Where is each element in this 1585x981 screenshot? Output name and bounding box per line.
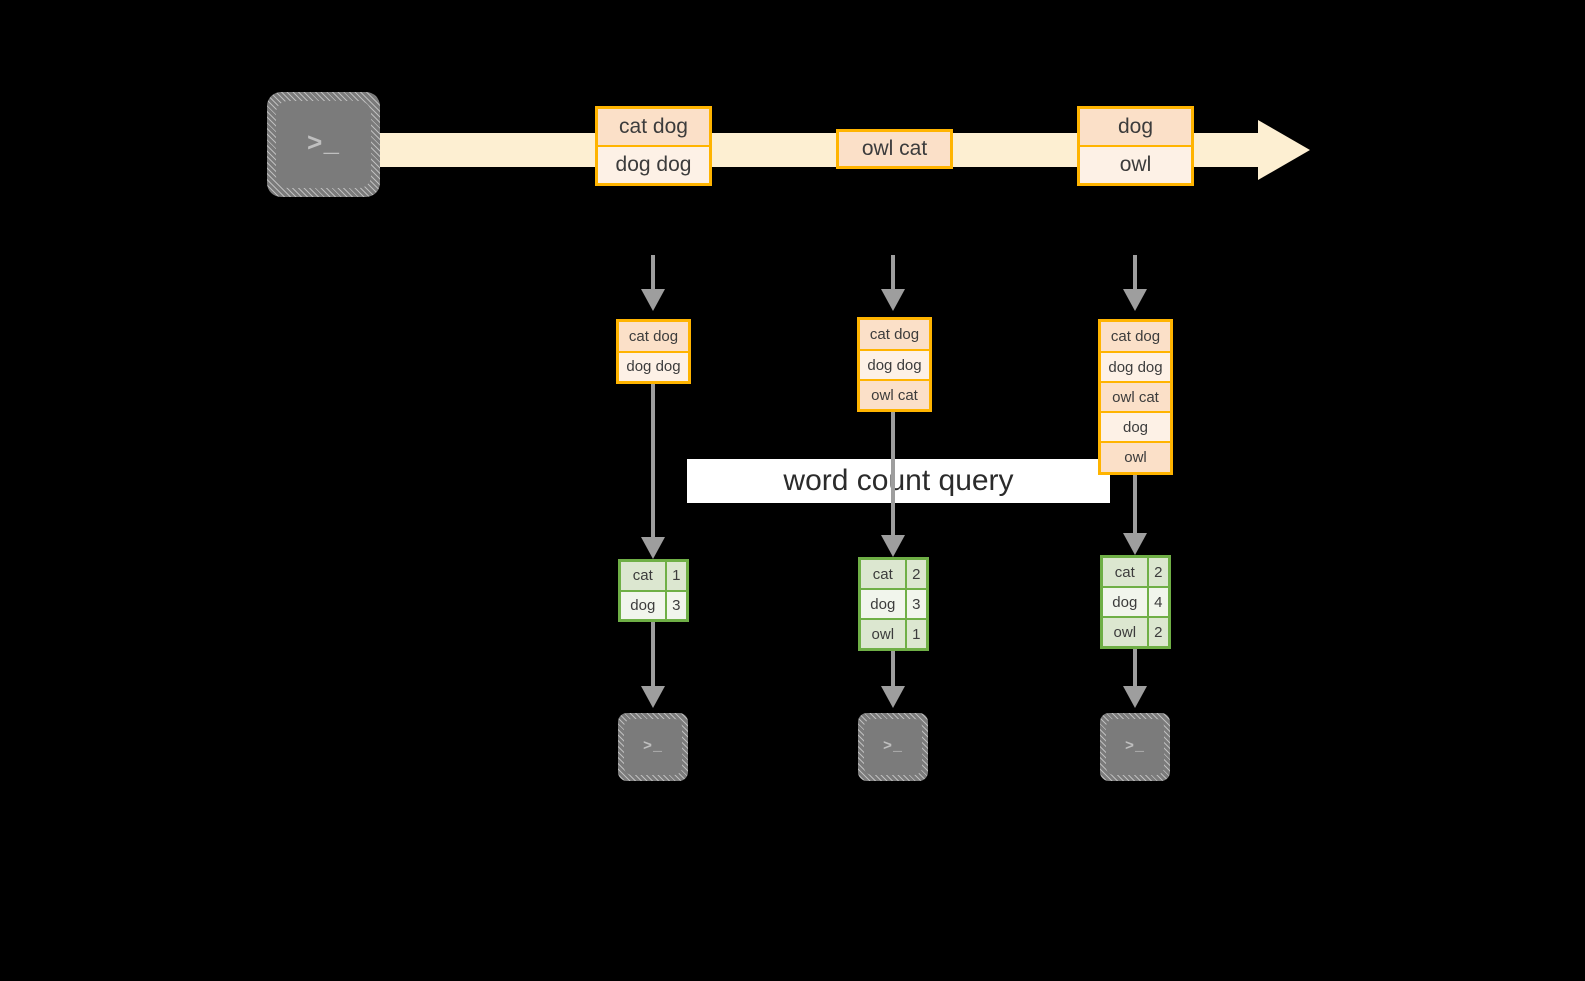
- column-2-result-count: 3: [904, 590, 926, 618]
- column-3-feed-line: [1133, 255, 1137, 290]
- table-row: owl 2: [1103, 616, 1168, 646]
- column-1-sink-terminal-icon: >_: [618, 713, 688, 781]
- column-2-result-table: cat 2 dog 3 owl 1: [858, 557, 929, 651]
- column-1-sink-arrowhead-icon: [641, 686, 665, 708]
- table-row: cat 1: [621, 562, 686, 590]
- query-label-text: word count query: [783, 464, 1014, 497]
- column-2-result-word: owl: [861, 620, 905, 648]
- column-1-result-table: cat 1 dog 3: [618, 559, 689, 622]
- column-1-sink-line: [651, 622, 655, 688]
- column-3-query-arrowhead-icon: [1123, 533, 1147, 555]
- column-1-sink-terminal-glyph: >_: [642, 737, 663, 755]
- column-1-input-box: cat dog dog dog: [616, 319, 691, 384]
- column-2-feed-line: [891, 255, 895, 290]
- column-1-input-line: dog dog: [619, 350, 688, 381]
- column-3-result-word: owl: [1103, 618, 1147, 646]
- column-3-sink-terminal-icon: >_: [1100, 713, 1170, 781]
- column-1-query-arrowhead-icon: [641, 537, 665, 559]
- table-row: cat 2: [1103, 558, 1168, 586]
- column-1-feed-arrowhead-icon: [641, 289, 665, 311]
- column-2-input-line: owl cat: [860, 379, 929, 409]
- column-2-input-line: dog dog: [860, 349, 929, 379]
- column-2-input-box: cat dog dog dog owl cat: [857, 317, 932, 412]
- column-3-query-line: [1133, 475, 1137, 535]
- column-2-sink-terminal-icon: >_: [858, 713, 928, 781]
- table-row: dog 3: [861, 588, 926, 618]
- query-label-band: word count query: [687, 459, 1110, 503]
- column-3-feed-arrowhead-icon: [1123, 289, 1147, 311]
- column-2-result-count: 2: [904, 560, 926, 588]
- column-3-input-line: dog dog: [1101, 351, 1170, 381]
- column-3-input-line: dog: [1101, 411, 1170, 441]
- column-2-result-word: cat: [861, 560, 905, 588]
- column-2-feed-arrowhead-icon: [881, 289, 905, 311]
- column-3-sink-terminal-screen: >_: [1106, 719, 1164, 775]
- stream-batch-1: cat dog dog dog: [595, 106, 712, 186]
- source-terminal-icon: >_: [267, 92, 380, 197]
- table-row: dog 4: [1103, 586, 1168, 616]
- table-row: dog 3: [621, 589, 686, 619]
- column-1-result-word: dog: [621, 591, 665, 619]
- column-2-input-line: cat dog: [860, 320, 929, 349]
- column-1-feed-line: [651, 255, 655, 290]
- stream-batch-2-line: owl cat: [839, 132, 950, 166]
- table-row: cat 2: [861, 560, 926, 588]
- column-3-result-table: cat 2 dog 4 owl 2: [1100, 555, 1171, 649]
- column-2-sink-arrowhead-icon: [881, 686, 905, 708]
- source-terminal-glyph: >_: [306, 128, 341, 159]
- stream-batch-3: dog owl: [1077, 106, 1194, 186]
- column-3-sink-arrowhead-icon: [1123, 686, 1147, 708]
- column-3-input-box: cat dog dog dog owl cat dog owl: [1098, 319, 1173, 475]
- column-3-result-count: 2: [1146, 618, 1168, 646]
- column-3-input-line: owl cat: [1101, 381, 1170, 411]
- stream-batch-2: owl cat: [836, 129, 953, 169]
- column-1-query-line: [651, 384, 655, 539]
- column-2-result-count: 1: [904, 620, 926, 648]
- column-2-sink-line: [891, 651, 895, 689]
- column-3-input-line: cat dog: [1101, 322, 1170, 351]
- column-2-query-arrowhead-icon: [881, 535, 905, 557]
- column-2-sink-terminal-screen: >_: [864, 719, 922, 775]
- column-3-result-word: cat: [1103, 558, 1147, 586]
- column-3-sink-terminal-glyph: >_: [1124, 737, 1145, 755]
- stream-batch-3-line: owl: [1080, 145, 1191, 183]
- stream-arrowhead-icon: [1258, 120, 1310, 180]
- stream-batch-1-line: dog dog: [598, 145, 709, 183]
- column-3-result-count: 2: [1146, 558, 1168, 586]
- column-1-result-word: cat: [621, 562, 665, 590]
- source-terminal-screen: >_: [276, 101, 371, 188]
- column-1-result-count: 1: [664, 562, 686, 590]
- table-row: owl 1: [861, 618, 926, 648]
- column-2-result-word: dog: [861, 590, 905, 618]
- stream-batch-3-line: dog: [1080, 109, 1191, 145]
- stream-batch-1-line: cat dog: [598, 109, 709, 145]
- column-1-result-count: 3: [664, 591, 686, 619]
- column-3-sink-line: [1133, 649, 1137, 689]
- column-3-input-line: owl: [1101, 441, 1170, 472]
- column-1-sink-terminal-screen: >_: [624, 719, 682, 775]
- column-2-query-line: [891, 412, 895, 537]
- column-1-input-line: cat dog: [619, 322, 688, 351]
- column-2-sink-terminal-glyph: >_: [882, 737, 903, 755]
- column-3-result-count: 4: [1146, 588, 1168, 616]
- column-3-result-word: dog: [1103, 588, 1147, 616]
